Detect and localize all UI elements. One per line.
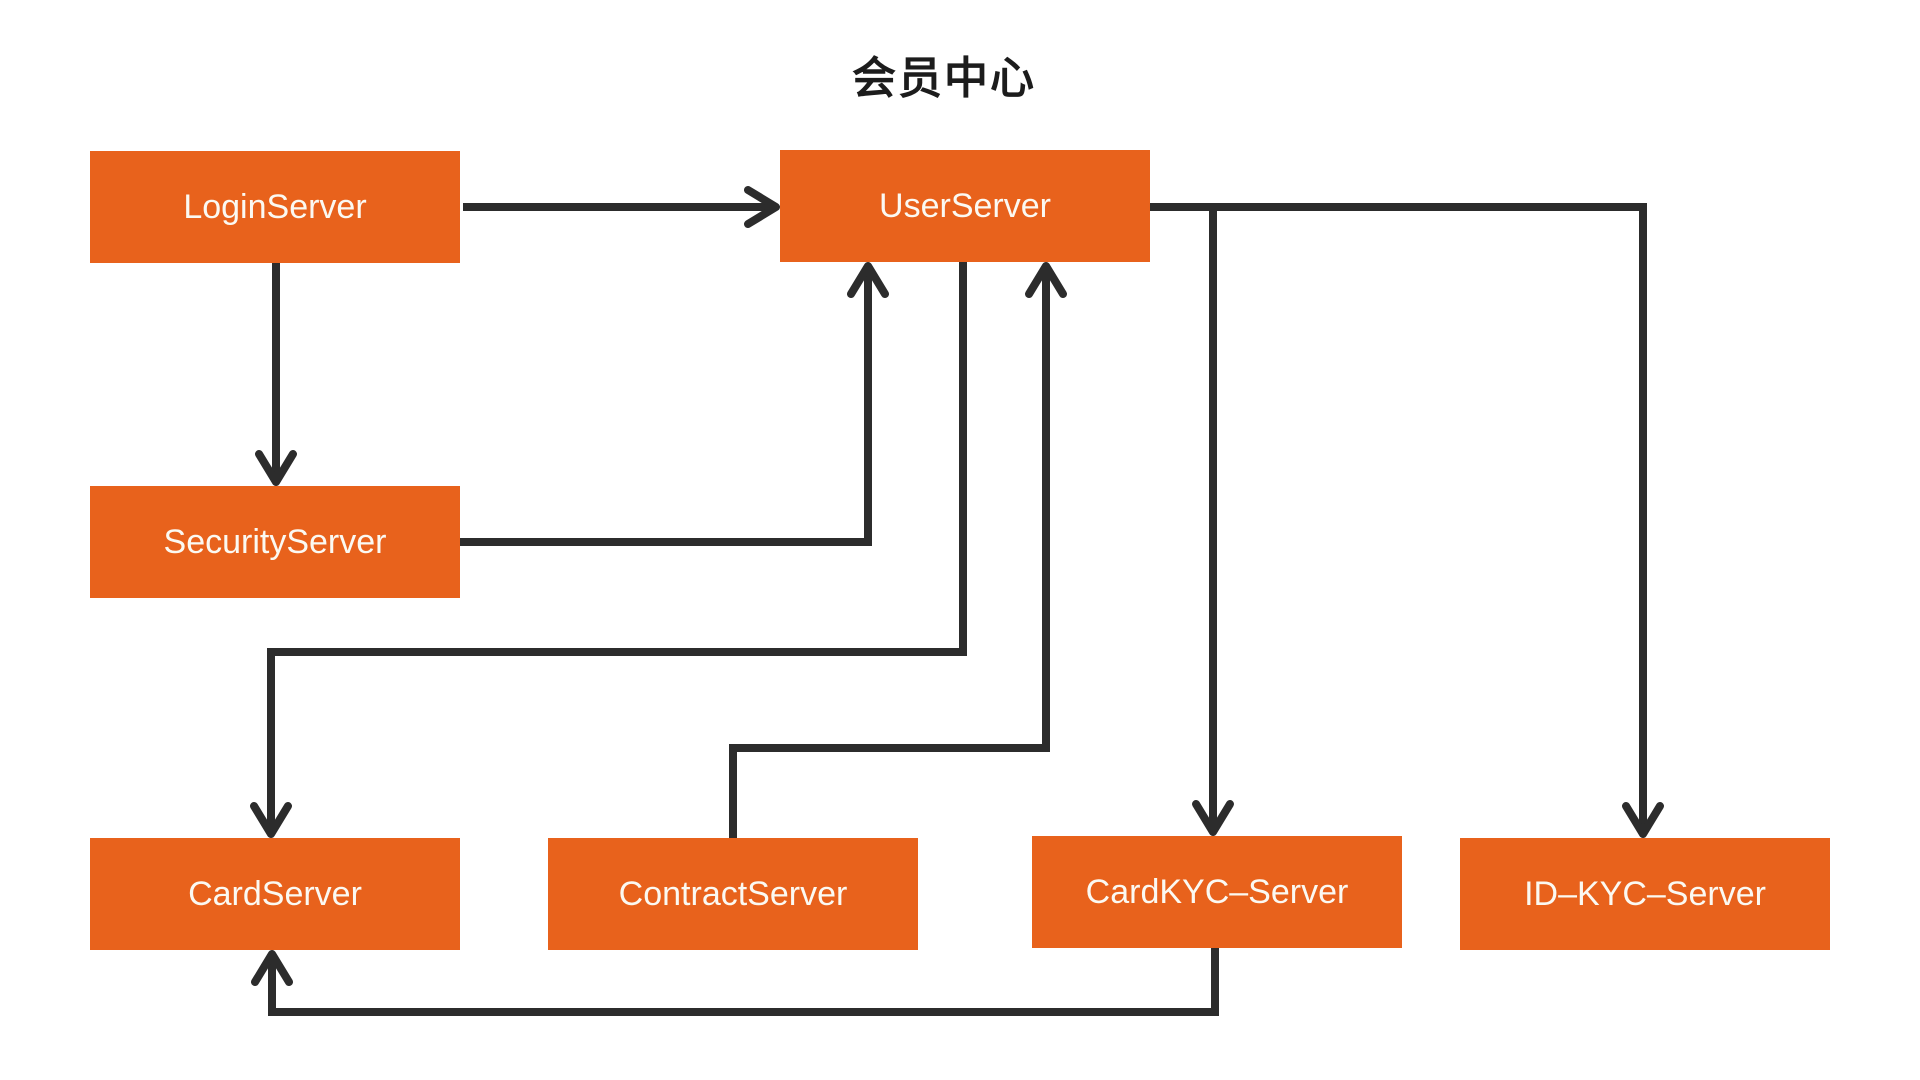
edge-userserver-to-cardkycserver (1150, 203, 1234, 836)
edge-securityserver-to-userserver (458, 262, 889, 546)
node-loginserver: LoginServer (90, 151, 460, 263)
diagram-title: 会员中心 (852, 54, 1036, 103)
node-cardserver: CardServer (90, 838, 460, 950)
edge-userserver-to-idkycserver (1150, 203, 1664, 838)
node-securityserver: SecurityServer (90, 486, 460, 598)
edge-userserver-to-cardserver (250, 262, 967, 838)
node-contractserver: ContractServer (548, 838, 918, 950)
node-cardkycserver: CardKYC–Server (1032, 836, 1402, 948)
node-idkycserver: ID–KYC–Server (1460, 838, 1830, 950)
edge-cardkycserver-to-cardserver (251, 948, 1219, 1016)
node-userserver: UserServer (780, 150, 1150, 262)
edge-contractserver-to-userserver (729, 262, 1067, 838)
